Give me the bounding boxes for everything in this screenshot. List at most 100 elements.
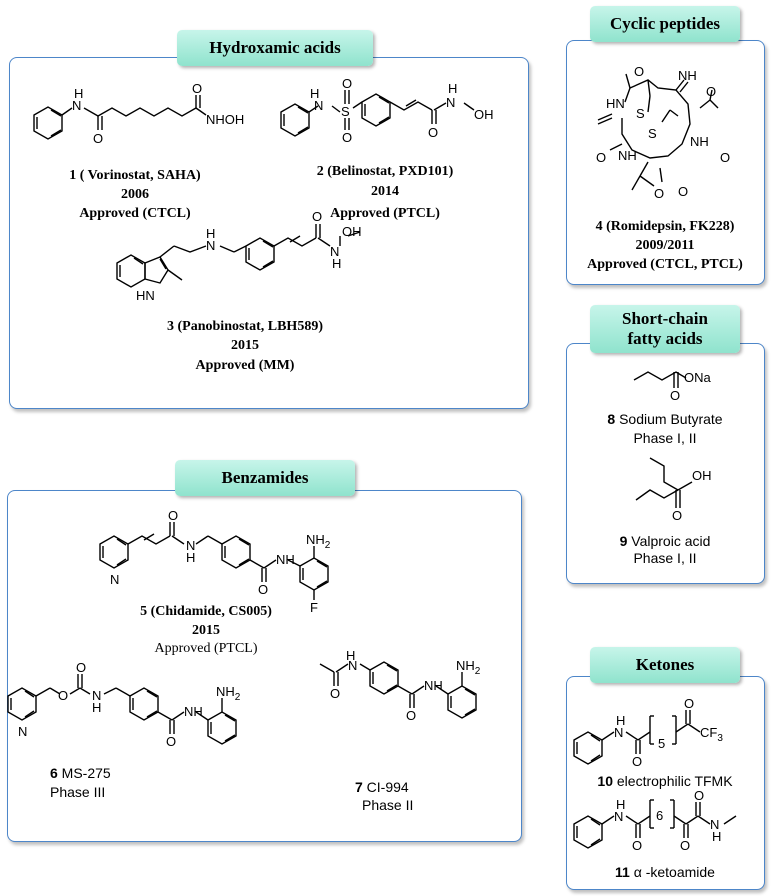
caption-ci994: 7 CI-994 bbox=[355, 779, 409, 795]
atom-o-3: O bbox=[312, 209, 322, 224]
atom-hn-4: HN bbox=[606, 96, 625, 111]
atom-o-4b: O bbox=[706, 84, 716, 99]
atom-nhoh-1: NHOH bbox=[206, 112, 244, 127]
year-panobinostat: 2015 bbox=[231, 338, 259, 353]
atom-n-2: N bbox=[314, 98, 323, 113]
atom-hn-3: HN bbox=[136, 288, 155, 303]
atom-o-7a: O bbox=[330, 686, 340, 701]
atom-nh2-6: NH2 bbox=[216, 684, 241, 703]
atom-o-4c: O bbox=[596, 150, 606, 165]
phase-ms275: Phase III bbox=[50, 784, 106, 800]
atom-o-4e: O bbox=[654, 186, 664, 201]
atom-n-7: N bbox=[348, 658, 357, 673]
caption-vorinostat: 1 ( Vorinostat, SAHA) bbox=[69, 168, 201, 183]
year-romidepsin: 2009/2011 bbox=[635, 238, 695, 253]
atom-o-5a: O bbox=[168, 508, 178, 523]
caption-romidepsin: 4 (Romidepsin, FK228) bbox=[595, 219, 735, 234]
benzamides-title: Benzamides bbox=[175, 460, 355, 496]
atom-h-11b: H bbox=[712, 829, 721, 844]
atom-n-6b: N bbox=[92, 688, 101, 703]
caption-ms275: 6 MS-275 bbox=[50, 765, 111, 781]
year-chidamide: 2015 bbox=[192, 623, 220, 638]
atom-s-2: S bbox=[341, 104, 350, 119]
year-vorinostat: 2006 bbox=[121, 187, 149, 202]
cyclic-title: Cyclic peptides bbox=[590, 6, 740, 42]
atom-n-3a: N bbox=[206, 238, 215, 253]
atom-n-11b: N bbox=[710, 817, 719, 832]
ketones-panel bbox=[566, 676, 765, 890]
atom-nh2-7: NH2 bbox=[456, 658, 481, 677]
status-chidamide: Approved (PTCL) bbox=[154, 641, 258, 656]
atom-o-4d: O bbox=[720, 150, 730, 165]
caption-valproic-acid: 9 Valproic acid bbox=[619, 533, 711, 549]
hydroxamic-panel bbox=[9, 57, 529, 409]
atom-h-7: H bbox=[346, 648, 355, 663]
atom-n-5b: N bbox=[186, 538, 195, 553]
atom-n-11: N bbox=[614, 809, 623, 824]
atom-h-5b: H bbox=[186, 550, 195, 565]
atom-nh2-5: NH2 bbox=[306, 532, 331, 551]
atom-o-2a: O bbox=[342, 76, 352, 91]
phase-valproic-acid: Phase I, II bbox=[633, 550, 697, 566]
atom-o-4a: O bbox=[634, 64, 644, 79]
status-vorinostat: Approved (CTCL) bbox=[79, 206, 191, 221]
atom-h-10: H bbox=[616, 713, 625, 728]
atom-cf3-10: CF3 bbox=[700, 725, 723, 744]
atom-o-10b: O bbox=[684, 696, 694, 711]
year-belinostat: 2014 bbox=[371, 184, 399, 199]
hydroxamic-title: Hydroxamic acids bbox=[177, 30, 373, 66]
status-belinostat: Approved (PTCL) bbox=[330, 206, 440, 221]
atom-ona-8: ONa bbox=[684, 370, 712, 385]
status-romidepsin: Approved (CTCL, PTCL) bbox=[587, 257, 743, 272]
atom-s-4a: S bbox=[636, 106, 645, 121]
atom-oh-2: OH bbox=[474, 107, 494, 122]
atom-o-10a: O bbox=[632, 754, 642, 769]
caption-belinostat: 2 (Belinostat, PXD101) bbox=[316, 164, 454, 179]
atom-o-7b: O bbox=[406, 708, 416, 723]
atom-o-6a: O bbox=[58, 688, 68, 703]
atom-h-3a: H bbox=[206, 226, 215, 241]
atom-nh-7: NH bbox=[424, 678, 443, 693]
phase-ci994: Phase II bbox=[362, 797, 414, 813]
atom-o-9: O bbox=[672, 508, 682, 523]
atom-nh-4c: NH bbox=[690, 134, 709, 149]
atom-sub5-10: 5 bbox=[658, 736, 665, 751]
atom-o-2c: O bbox=[428, 125, 438, 140]
atom-o-6c: O bbox=[166, 734, 176, 749]
ketones-title: Ketones bbox=[590, 647, 740, 683]
atom-h-2: H bbox=[310, 86, 319, 101]
atom-h-2b: H bbox=[448, 81, 457, 96]
atom-o-1a: O bbox=[93, 131, 103, 146]
atom-nh-4b: NH bbox=[618, 148, 637, 163]
atom-n-10: N bbox=[614, 725, 623, 740]
atom-oh-3: OH bbox=[342, 224, 362, 239]
caption-sodium-butyrate: 8 Sodium Butyrate bbox=[607, 411, 723, 427]
atom-nh-1: N bbox=[72, 98, 81, 113]
atom-h-11: H bbox=[616, 797, 625, 812]
atom-h-6b: H bbox=[92, 700, 101, 715]
atom-s-4b: S bbox=[648, 126, 657, 141]
atom-o-4f: O bbox=[678, 184, 688, 199]
scfa-panel bbox=[566, 343, 765, 584]
atom-n-6: N bbox=[18, 724, 27, 739]
atom-n-2b: N bbox=[446, 95, 455, 110]
atom-o-2b: O bbox=[342, 130, 352, 145]
atom-oh-9: OH bbox=[692, 468, 712, 483]
atom-h-3b: H bbox=[332, 256, 341, 271]
caption-chidamide: 5 (Chidamide, CS005) bbox=[140, 604, 272, 619]
caption-tfmk: 10 electrophilic TFMK bbox=[597, 773, 733, 789]
atom-o-8: O bbox=[670, 388, 680, 403]
atom-o-11a: O bbox=[632, 838, 642, 853]
atom-nh-5: NH bbox=[276, 552, 295, 567]
atom-o-11c: O bbox=[694, 788, 704, 803]
atom-o-6b: O bbox=[76, 660, 86, 675]
atom-sub6-11: 6 bbox=[656, 808, 663, 823]
